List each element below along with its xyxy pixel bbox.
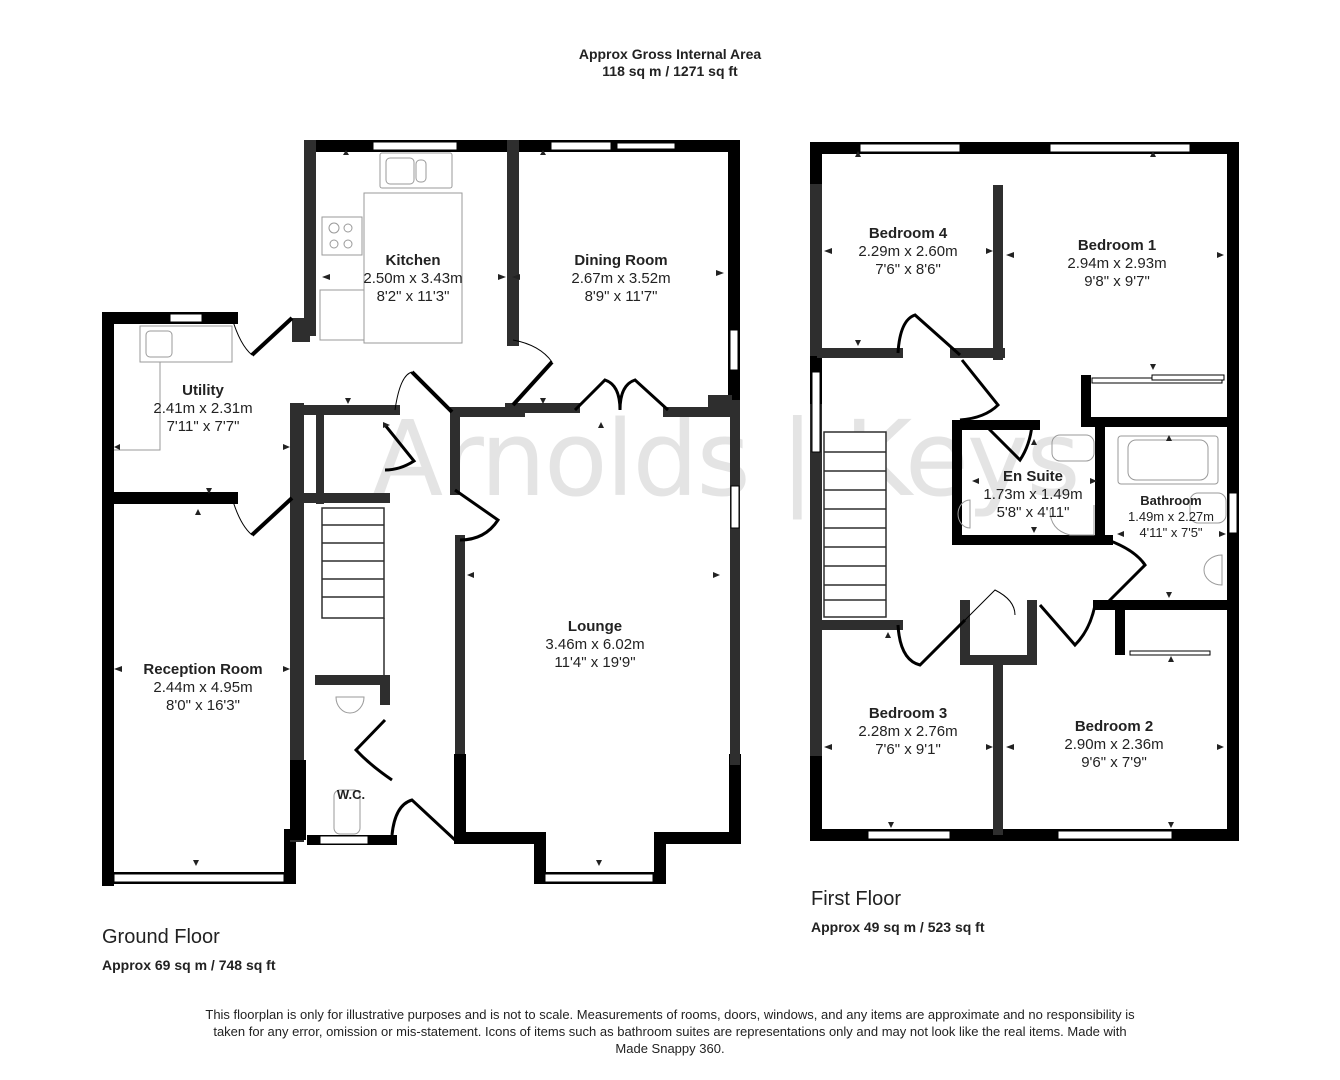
room-name: Dining Room (574, 252, 668, 269)
room-bathroom: Bathroom 1.49m x 2.27m 4'11" x 7'5" (1128, 493, 1214, 541)
room-dining-room: Dining Room 2.67m x 3.52m 8'9" x 11'7" (571, 252, 670, 306)
room-name: Bedroom 2 (1074, 718, 1154, 735)
room-metric: 2.90m x 2.36m (1064, 736, 1164, 753)
gross-area-title: Approx Gross Internal Area (578, 46, 762, 62)
room-name: Bedroom 1 (1077, 237, 1157, 254)
room-imperial: 7'6" x 8'6" (875, 261, 941, 278)
room-bedroom-3: Bedroom 3 2.28m x 2.76m 7'6" x 9'1" (858, 705, 957, 759)
room-utility: Utility 2.41m x 2.31m 7'11" x 7'7" (153, 382, 252, 436)
room-bedroom-1: Bedroom 1 2.94m x 2.93m 9'8" x 9'7" (1067, 237, 1166, 291)
room-reception-room: Reception Room 2.44m x 4.95m 8'0" x 16'3… (143, 661, 262, 715)
room-imperial: 11'4" x 19'9" (554, 654, 636, 671)
room-metric: 2.50m x 3.43m (363, 270, 463, 287)
room-metric: 1.73m x 1.49m (983, 486, 1083, 503)
room-name: Utility (182, 382, 224, 399)
room-kitchen: Kitchen 2.50m x 3.43m 8'2" x 11'3" (363, 252, 462, 306)
first-floor-area: Approx 49 sq m / 523 sq ft (811, 919, 985, 935)
room-bedroom-4: Bedroom 4 2.29m x 2.60m 7'6" x 8'6" (858, 225, 957, 279)
room-metric: 2.29m x 2.60m (858, 243, 958, 260)
disclaimer: This floorplan is only for illustrative … (205, 1007, 1135, 1056)
room-name: Kitchen (385, 252, 441, 269)
room-name: Bedroom 4 (868, 225, 948, 242)
gross-internal-area: Approx Gross Internal Area 118 sq m / 12… (0, 46, 1340, 80)
room-imperial: 7'11" x 7'7" (166, 418, 240, 435)
room-name: Bedroom 3 (868, 705, 948, 722)
room-metric: 2.94m x 2.93m (1067, 255, 1167, 272)
room-metric: 2.41m x 2.31m (153, 400, 253, 417)
room-name: En Suite (1002, 468, 1063, 485)
room-imperial: 9'6" x 7'9" (1081, 754, 1147, 771)
room-wc: W.C. (337, 787, 365, 803)
room-metric: 2.44m x 4.95m (153, 679, 253, 696)
room-metric: 2.28m x 2.76m (858, 723, 958, 740)
ground-floor-area: Approx 69 sq m / 748 sq ft (102, 957, 276, 973)
room-en-suite: En Suite 1.73m x 1.49m 5'8" x 4'11" (983, 468, 1082, 522)
room-metric: 2.67m x 3.52m (571, 270, 671, 287)
room-imperial: 7'6" x 9'1" (875, 741, 941, 758)
room-metric: 1.49m x 2.27m (1128, 509, 1214, 524)
room-imperial: 4'11" x 7'5" (1139, 525, 1203, 540)
room-name: W.C. (336, 787, 366, 802)
gross-area-value: 118 sq m / 1271 sq ft (602, 63, 738, 79)
room-bedroom-2: Bedroom 2 2.90m x 2.36m 9'6" x 7'9" (1064, 718, 1163, 772)
room-imperial: 8'2" x 11'3" (376, 288, 450, 305)
first-floor-title: First Floor (811, 888, 901, 910)
room-name: Lounge (567, 618, 623, 635)
room-imperial: 9'8" x 9'7" (1084, 273, 1150, 290)
ground-floor-title: Ground Floor (102, 926, 220, 948)
room-name: Bathroom (1140, 493, 1202, 508)
room-imperial: 5'8" x 4'11" (996, 504, 1070, 521)
room-name: Reception Room (143, 661, 263, 678)
room-imperial: 8'9" x 11'7" (584, 288, 658, 305)
room-metric: 3.46m x 6.02m (545, 636, 645, 653)
room-lounge: Lounge 3.46m x 6.02m 11'4" x 19'9" (545, 618, 644, 672)
room-imperial: 8'0" x 16'3" (166, 697, 240, 714)
